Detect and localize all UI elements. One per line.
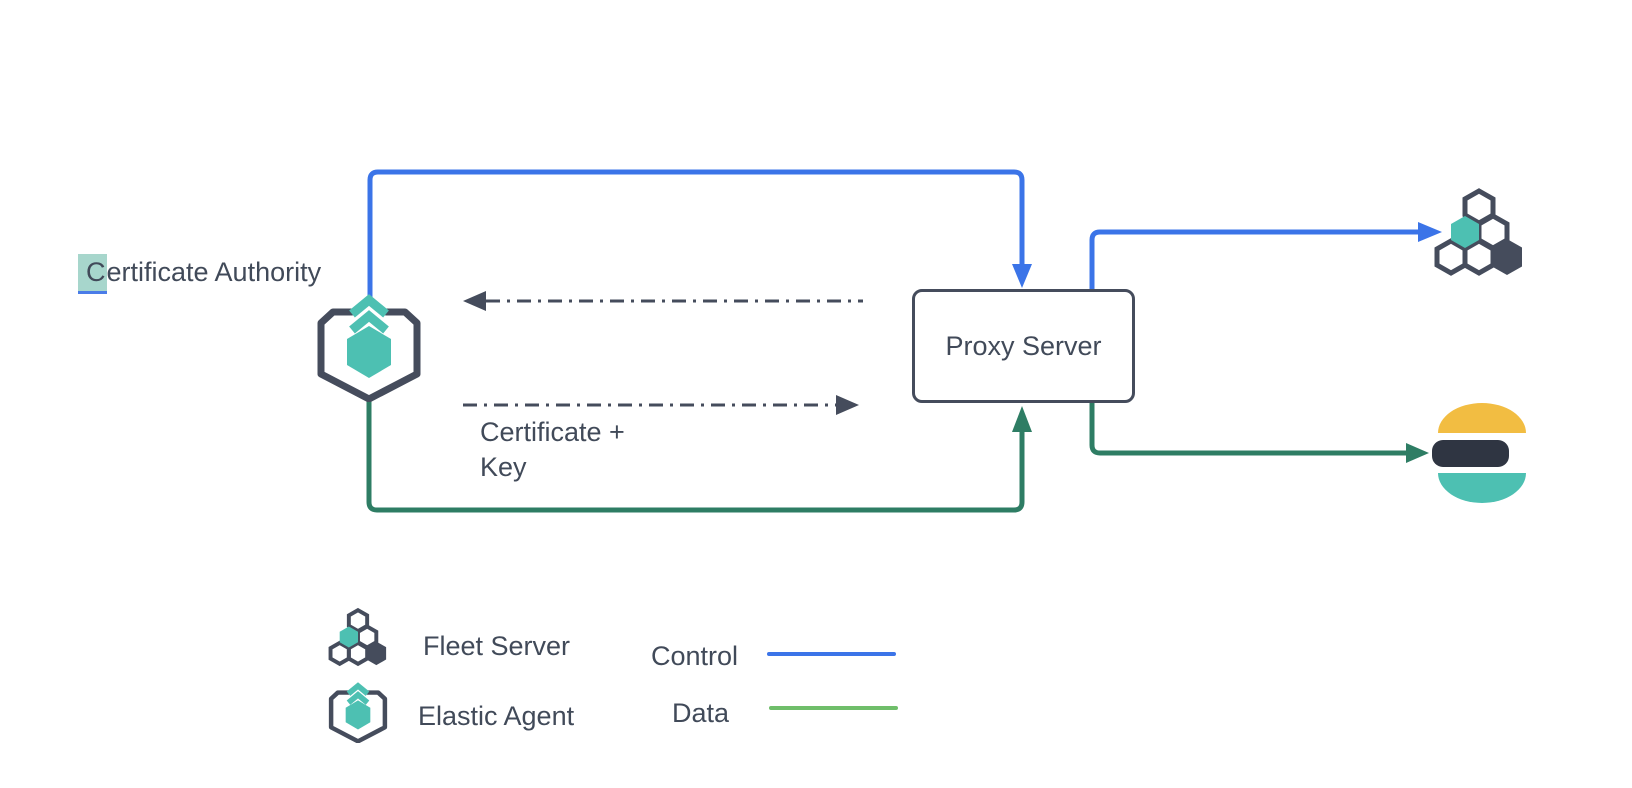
agent-shield-outline <box>317 308 421 402</box>
legend-elastic-agent-icon <box>328 682 388 743</box>
agent-chevron-icon <box>349 310 389 334</box>
agent-hexagon <box>347 326 391 378</box>
data-arrowhead-into-es <box>1406 443 1429 463</box>
elasticsearch-icon <box>1432 403 1526 503</box>
control-connector-proxy-to-fleet <box>1089 229 1418 289</box>
es-top-half <box>1438 403 1526 433</box>
data-connector-proxy-to-es <box>1089 403 1406 456</box>
certificate-key-label: Certificate + Key <box>480 417 625 482</box>
legend-fleet-server-icon <box>328 607 387 667</box>
dashed-arrowhead-left <box>463 291 486 311</box>
legend-data-line <box>769 706 898 710</box>
certificate-authority-text: ertificate Authority <box>106 257 322 287</box>
legend-elastic-agent-label: Elastic Agent <box>418 701 575 731</box>
dashed-arrowhead-right <box>836 395 859 415</box>
legend-control-line <box>767 652 896 656</box>
legend-data-label: Data <box>672 698 730 728</box>
es-middle-bar <box>1432 440 1509 467</box>
data-arrowhead-into-proxy <box>1012 406 1032 432</box>
highlighted-character[interactable]: C <box>78 254 107 294</box>
fleet-hex-teal <box>1451 216 1479 248</box>
fleet-hex-outline <box>1462 238 1496 276</box>
control-arrowhead-into-proxy <box>1012 264 1032 288</box>
fleet-server-icon <box>1434 188 1522 276</box>
es-bottom-half <box>1438 473 1526 503</box>
proxy-server-node: Proxy Server <box>912 289 1135 403</box>
legend-fleet-server-label: Fleet Server <box>423 631 571 661</box>
proxy-server-label: Proxy Server <box>945 330 1102 361</box>
data-connector-agent-to-proxy <box>366 401 1025 513</box>
elastic-agent-icon <box>317 294 421 402</box>
control-connector-agent-to-proxy <box>367 169 1025 299</box>
fleet-hex-dark <box>1492 239 1522 275</box>
legend-control-label: Control <box>651 641 739 671</box>
certificate-authority-label[interactable]: Certificate Authority <box>78 254 322 294</box>
agent-chevron-icon <box>349 294 389 318</box>
fleet-hex-outline <box>1434 238 1468 276</box>
